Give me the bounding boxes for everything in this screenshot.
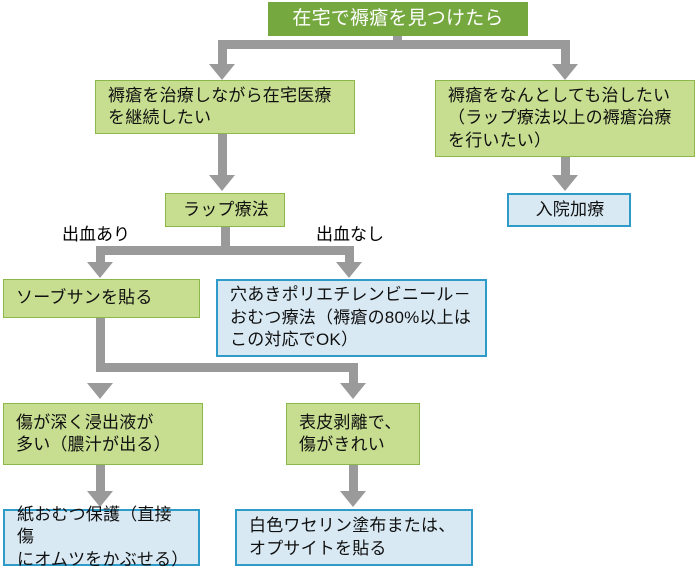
connector-header-left-drop bbox=[218, 40, 227, 66]
connector-curestrong-to-hospital bbox=[561, 157, 570, 177]
connector-sorbsan-stem bbox=[96, 318, 105, 372]
connector-wrap-right-drop bbox=[345, 246, 354, 264]
node-paper-diaper-protection[interactable]: 紙おむつ保護（直接傷 にオムツをかぶせる） bbox=[3, 505, 200, 569]
arrowhead-to-diaper-protect bbox=[87, 491, 113, 507]
node-polyethylene-diaper-therapy[interactable]: 穴あきポリエチレンビニール－ おむつ療法（褥瘡の80%以上は この対応でOK） bbox=[216, 279, 487, 357]
node-apply-sorbsan[interactable]: ソーブサンを貼る bbox=[3, 279, 200, 318]
arrowhead-to-epidermal bbox=[340, 383, 366, 399]
arrowhead-to-hospital bbox=[552, 175, 578, 191]
connector-lower-bar bbox=[96, 363, 358, 372]
arrowhead-to-polyethylene bbox=[336, 262, 362, 278]
node-cure-at-all-costs[interactable]: 褥瘡をなんとしても治したい （ラップ療法以上の褥瘡治療 を行いたい） bbox=[435, 80, 695, 157]
connector-wrap-bar bbox=[96, 246, 354, 255]
arrowhead-to-home-care bbox=[209, 64, 235, 80]
node-epidermal-detachment[interactable]: 表皮剥離で、 傷がきれい bbox=[286, 403, 420, 465]
connector-deepwound-to-diaper bbox=[96, 465, 105, 493]
arrowhead-to-vaseline bbox=[340, 491, 366, 507]
arrowhead-to-deep-wound bbox=[87, 383, 113, 399]
connector-epidermal-to-vaseline bbox=[349, 465, 358, 493]
edge-label-bleeding-no: 出血なし bbox=[316, 225, 384, 244]
node-hospital-admission[interactable]: 入院加療 bbox=[507, 193, 631, 227]
connector-lower-right-drop bbox=[349, 363, 358, 385]
node-wrap-therapy[interactable]: ラップ療法 bbox=[165, 193, 285, 227]
node-continue-home-care[interactable]: 褥瘡を治療しながら在宅医療 を継続したい bbox=[95, 80, 355, 134]
edge-label-bleeding-yes: 出血あり bbox=[62, 225, 130, 244]
connector-homecare-to-wrap bbox=[218, 133, 227, 177]
node-start-found-pressure-ulcer[interactable]: 在宅で褥瘡を見つけたら bbox=[268, 2, 528, 36]
arrowhead-to-wrap-therapy bbox=[209, 175, 235, 191]
connector-header-bar bbox=[218, 40, 570, 49]
connector-wrap-stem bbox=[221, 227, 230, 251]
node-deep-wound-exudate[interactable]: 傷が深く浸出液が 多い（膿汁が出る） bbox=[3, 403, 203, 465]
connector-wrap-left-drop bbox=[96, 246, 105, 264]
arrowhead-to-cure-strong bbox=[552, 64, 578, 80]
connector-header-right-drop bbox=[561, 40, 570, 66]
node-white-vaseline-opsite[interactable]: 白色ワセリン塗布または、 オプサイトを貼る bbox=[235, 509, 473, 566]
arrowhead-to-sorbsan bbox=[87, 262, 113, 278]
